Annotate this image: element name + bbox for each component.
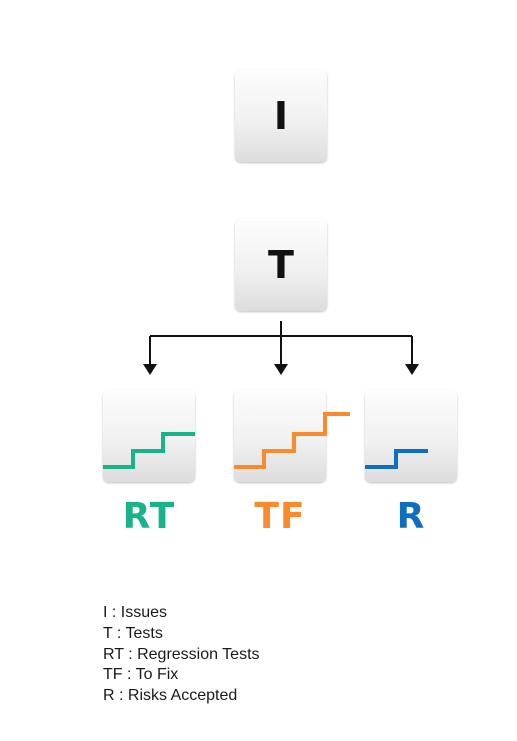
tests-node: T — [235, 219, 327, 311]
to-fix-node — [234, 390, 350, 482]
arrow-head-rt — [143, 364, 157, 375]
staircase-icon — [103, 432, 195, 469]
issues-node: I — [235, 70, 327, 162]
regression-tests-node — [103, 390, 195, 482]
legend-item-to-fix: TF : To Fix — [103, 666, 179, 684]
tests-node-letter: T — [268, 243, 294, 287]
to-fix-label: TF — [254, 496, 306, 537]
arrow-head-tf — [274, 364, 288, 375]
regression-tests-label: RT — [122, 496, 176, 537]
issues-node-letter: I — [273, 94, 289, 138]
step-icon — [365, 449, 428, 469]
legend: I : Issues T : Tests RT : Regression Tes… — [103, 603, 260, 707]
legend-item-regression-tests: RT : Regression Tests — [103, 645, 260, 663]
legend-item-tests: T : Tests — [103, 624, 163, 642]
arrow-head-r — [405, 364, 419, 375]
legend-item-risks-accepted: R : Risks Accepted — [103, 687, 238, 705]
legend-item-issues: I : Issues — [103, 604, 168, 621]
risks-accepted-label: R — [396, 496, 426, 537]
staircase-icon — [234, 412, 350, 469]
risks-accepted-node — [365, 390, 457, 482]
